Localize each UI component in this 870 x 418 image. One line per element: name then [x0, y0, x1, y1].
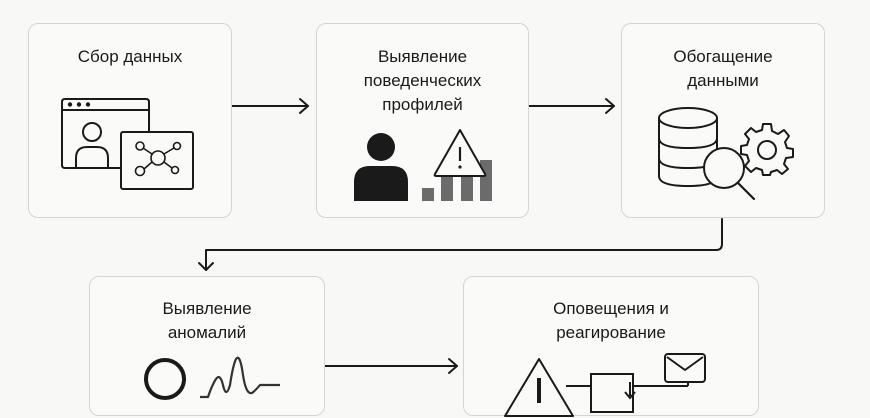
magnifier-icon — [703, 147, 756, 201]
network-graph-icon — [120, 131, 194, 190]
step-title: Выявление поведенческих профилей — [363, 47, 482, 114]
magnifier-icon — [144, 358, 186, 400]
step-title: Сбор данных — [77, 47, 183, 66]
step-card-anomaly[interactable]: Выявление аномалий — [89, 276, 325, 416]
user-silhouette-icon — [354, 133, 408, 201]
user-profile-icon — [75, 122, 109, 168]
arrow-anomaly-to-alerts — [324, 358, 458, 374]
arrow-profiles-to-enrich — [528, 98, 615, 114]
browser-window-icon — [61, 98, 150, 169]
gear-icon — [740, 123, 794, 176]
step-card-enrich[interactable]: Обогащение данными — [621, 23, 825, 218]
step-title: Обогащение данными — [673, 47, 773, 90]
warning-triangle-icon — [433, 129, 487, 177]
step-title: Выявление аномалий — [162, 299, 252, 342]
step-card-profiles[interactable]: Выявление поведенческих профилей — [316, 23, 529, 218]
step-card-alerts[interactable]: Оповещения и реагирование — [463, 276, 759, 417]
arrow-enrich-to-anomaly — [198, 218, 723, 271]
signal-wave-icon — [200, 356, 280, 399]
step-card-collect[interactable]: Сбор данных — [28, 23, 232, 218]
arrow-collect-to-profiles — [231, 98, 309, 114]
envelope-icon — [664, 353, 706, 383]
warning-triangle-icon — [504, 358, 574, 417]
step-title: Оповещения и реагирование — [553, 299, 669, 342]
